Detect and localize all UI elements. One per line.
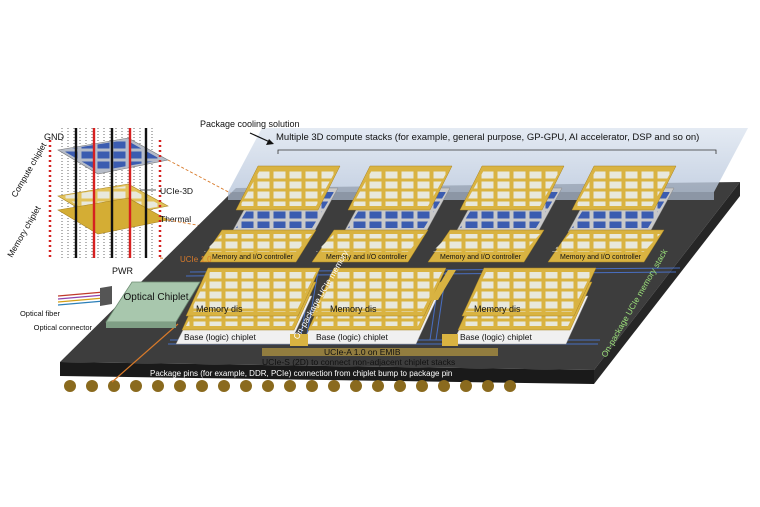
ucie-s-label: UCIe-S (2D) to connect non-adjacent chip… xyxy=(262,357,455,367)
memory-dis-label-2: Memory dis xyxy=(330,304,377,314)
pin-connection-line xyxy=(111,323,179,383)
memory-dis-label-1: Memory dis xyxy=(196,304,243,314)
ucie-a-bar xyxy=(262,348,498,356)
optical-chiplet-label: Optical Chiplet xyxy=(123,292,188,303)
mem-io-label-3: Memory and I/O controller xyxy=(440,254,522,261)
memory-stack-1 xyxy=(175,267,321,345)
gnd-label: GND xyxy=(44,132,65,142)
ucie-a-label: UCIe-A 1.0 on EMIB xyxy=(324,347,401,357)
base-chiplet-label-3: Base (logic) chiplet xyxy=(460,332,532,342)
compute-stack-4 xyxy=(567,165,677,233)
pwr-label: PWR xyxy=(112,266,133,276)
optical-connector-label: Optical connector xyxy=(34,323,93,332)
compute-stack-2 xyxy=(343,165,453,233)
cooling-label: Package cooling solution xyxy=(200,119,300,129)
emib-bridges xyxy=(290,270,458,346)
mem-io-label-4: Memory and I/O controller xyxy=(560,254,642,261)
optical-connector xyxy=(100,286,112,306)
compute-stacks-bracket xyxy=(277,149,717,154)
base-chiplet-label-1: Base (logic) chiplet xyxy=(184,332,256,342)
memory-stack-3 xyxy=(451,267,597,345)
stack-inset: GND Compute chiplet Memory chiplet UCIe-… xyxy=(5,128,193,276)
ucie-3d-label: UCIe-3D xyxy=(160,186,193,196)
optical-fiber-label: Optical fiber xyxy=(20,309,61,318)
mem-io-label-1: Memory and I/O controller xyxy=(212,254,294,261)
compute-chiplet-label: Compute chiplet xyxy=(9,140,49,199)
compute-stacks-label: Multiple 3D compute stacks (for example,… xyxy=(276,132,699,143)
mem-io-controller-row xyxy=(199,229,665,263)
optical-chiplet xyxy=(105,281,201,328)
memory-chiplet-label: Memory chiplet xyxy=(5,204,43,259)
memory-dis-label-3: Memory dis xyxy=(474,304,521,314)
base-chiplet-label-2: Base (logic) chiplet xyxy=(316,332,388,342)
compute-stack-1 xyxy=(231,165,341,233)
ucie-10-label: UCIe 1.0 xyxy=(180,255,212,264)
mem-io-label-2: Memory and I/O controller xyxy=(326,254,408,261)
package-pins-label: Package pins (for example, DDR, PCIe) co… xyxy=(150,369,452,378)
compute-stack-row xyxy=(231,165,677,233)
thermal-label: Thermal xyxy=(160,214,191,224)
package-pins xyxy=(64,380,516,392)
optical-fibers xyxy=(57,291,105,306)
